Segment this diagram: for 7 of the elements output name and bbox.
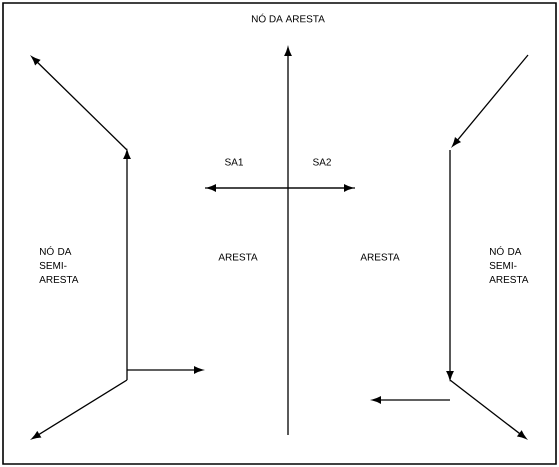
- arrow-label: ARESTA: [218, 253, 258, 261]
- arrow-label: SA2: [313, 158, 331, 166]
- arrow-label: NÓ DA SEMI-ARESTA: [489, 246, 528, 283]
- arrow-label: NÓ DA SEMI-ARESTA: [39, 246, 78, 283]
- arrow-label: SA1: [225, 158, 243, 166]
- arrow-label: ARESTA: [360, 253, 400, 261]
- arrow-label: NÓ DA ARESTA: [252, 14, 325, 22]
